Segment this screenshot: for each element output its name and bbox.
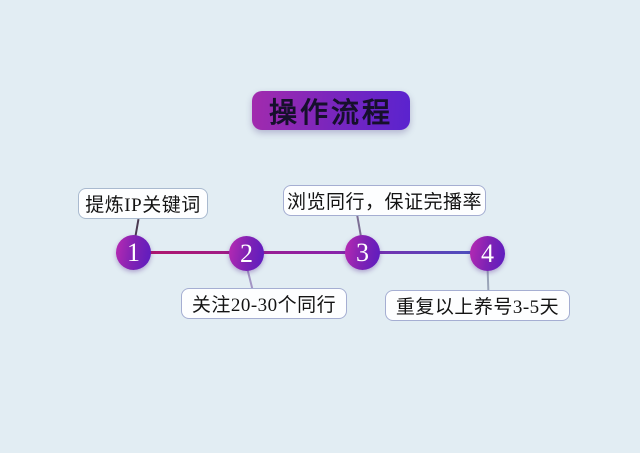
timeline-line: [133, 251, 487, 254]
step-2-number: 2: [240, 238, 253, 268]
step-3-label-box: 浏览同行，保证完播率: [283, 185, 486, 216]
step-3-number: 3: [356, 237, 369, 267]
step-4-connector-line: [486, 269, 490, 292]
step-1-connector-line: [134, 218, 140, 237]
step-3-label-text: 浏览同行，保证完播率: [286, 192, 482, 213]
step-1-number: 1: [127, 237, 140, 267]
step-1-node-circle: 1: [116, 235, 151, 270]
step-3-node-circle: 3: [345, 235, 380, 270]
diagram-title-text: 操作流程: [268, 97, 393, 129]
step-4-label-box: 重复以上养号3-5天: [385, 290, 570, 321]
step-3-connector-line: [356, 214, 362, 237]
step-2-label-box: 关注20-30个同行: [181, 288, 347, 319]
step-2-connector-line: [246, 270, 254, 289]
step-4-label-text: 重复以上养号3-5天: [395, 297, 560, 318]
step-2-label-text: 关注20-30个同行: [191, 295, 337, 316]
step-1-label-box: 提炼IP关键词: [78, 188, 208, 219]
step-4-number: 4: [481, 238, 494, 268]
diagram-title-banner: 操作流程: [252, 91, 410, 130]
step-2-node-circle: 2: [229, 236, 264, 271]
step-4-node-circle: 4: [470, 236, 505, 271]
step-1-label-text: 提炼IP关键词: [85, 195, 201, 216]
